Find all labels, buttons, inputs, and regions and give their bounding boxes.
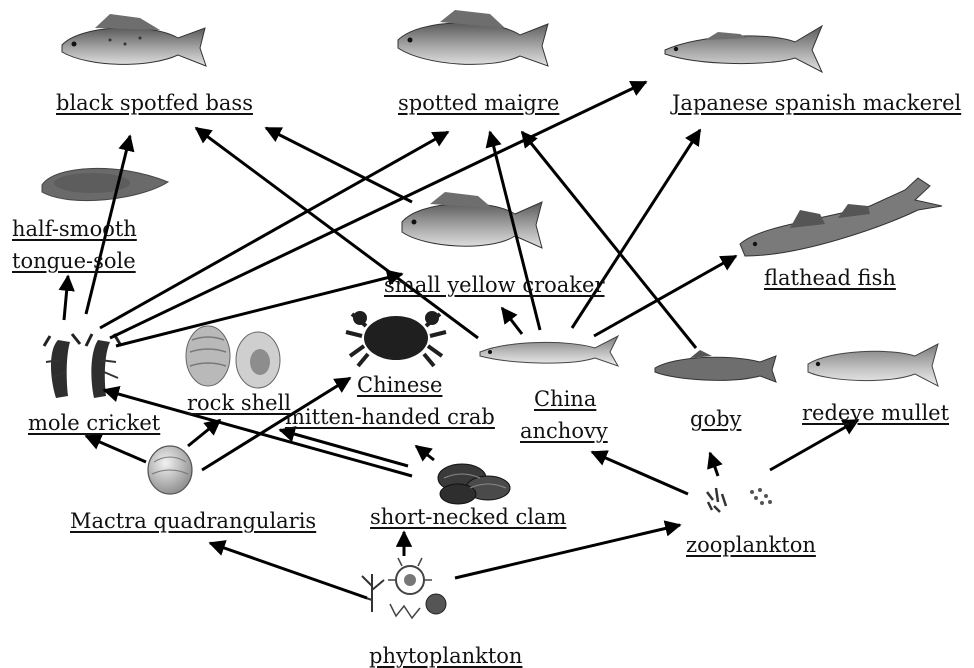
arrow-anchovy-to-flathead <box>594 256 736 336</box>
arrow-clam-to-crab-b <box>416 446 434 460</box>
arrow-goby-to-maigre <box>522 132 696 348</box>
japanese-spanish-mackerel-icon <box>665 26 822 72</box>
label-mole-cricket: mole cricket <box>28 410 160 436</box>
short-necked-clam-icon <box>438 464 510 504</box>
china-anchovy-icon <box>480 336 618 366</box>
label-rock-shell: rock shell <box>187 390 291 416</box>
label-small-yellow-croaker: small yellow croaker <box>384 272 605 298</box>
black-spotfed-bass-icon <box>62 14 206 66</box>
flathead-fish-icon <box>740 178 942 256</box>
rock-shell-icon <box>186 326 280 388</box>
goby-icon <box>655 350 776 382</box>
label-anchovy: anchovy <box>520 416 608 446</box>
mole-cricket-icon <box>44 334 120 398</box>
arrow-zooplankton-to-goby <box>710 453 718 476</box>
phytoplankton-icon <box>360 558 446 618</box>
label-mitten-handed-crab: mitten-handed crab <box>285 402 495 432</box>
label-black-spotfed-bass: black spotfed bass <box>56 90 253 116</box>
label-spotted-maigre: spotted maigre <box>398 90 559 116</box>
arrow-phyto-to-zooplankton <box>455 525 680 578</box>
arrow-zooplankton-to-anchovy <box>592 452 688 494</box>
zooplankton-icon <box>707 488 772 512</box>
arrow-phyto-to-mactra <box>210 543 367 598</box>
arrow-molecricket-to-mackerel <box>110 82 646 338</box>
label-china: China <box>534 384 596 414</box>
label-zooplankton: zooplankton <box>686 532 816 558</box>
arrow-molecricket-to-tonguesole <box>64 276 68 320</box>
half-smooth-tongue-sole-icon <box>42 168 168 200</box>
chinese-mitten-handed-crab-icon <box>346 311 446 366</box>
label-redeye-mullet: redeye mullet <box>802 400 949 426</box>
label-tongue-sole: tongue-sole <box>12 246 136 276</box>
arrow-zooplankton-to-mullet <box>770 420 858 470</box>
small-yellow-croaker-icon <box>402 192 542 248</box>
arrow-molecricket-to-maigre <box>100 132 448 328</box>
arrow-anchovy-to-mackerel <box>572 130 700 328</box>
label-chinese: Chinese <box>357 370 442 400</box>
arrow-anchovy-to-croaker <box>502 308 522 334</box>
label-mactra-quadrangularis: Mactra quadrangularis <box>70 508 316 534</box>
label-phytoplankton: phytoplankton <box>369 643 522 668</box>
label-short-necked-clam: short-necked clam <box>370 504 566 530</box>
spotted-maigre-icon <box>398 10 548 66</box>
label-goby: goby <box>690 406 741 432</box>
redeye-mullet-icon <box>808 344 938 386</box>
arrow-clam-to-crab-a <box>280 430 408 466</box>
arrow-mactra-to-molecricket <box>86 436 146 462</box>
label-flathead-fish: flathead fish <box>764 265 896 291</box>
label-half-smooth: half-smooth <box>12 214 137 244</box>
arrow-mactra-to-rockshell <box>188 420 220 446</box>
label-japanese-spanish-mackerel: Japanese spanish mackerel <box>672 90 961 116</box>
mactra-quadrangularis-icon <box>148 446 192 494</box>
